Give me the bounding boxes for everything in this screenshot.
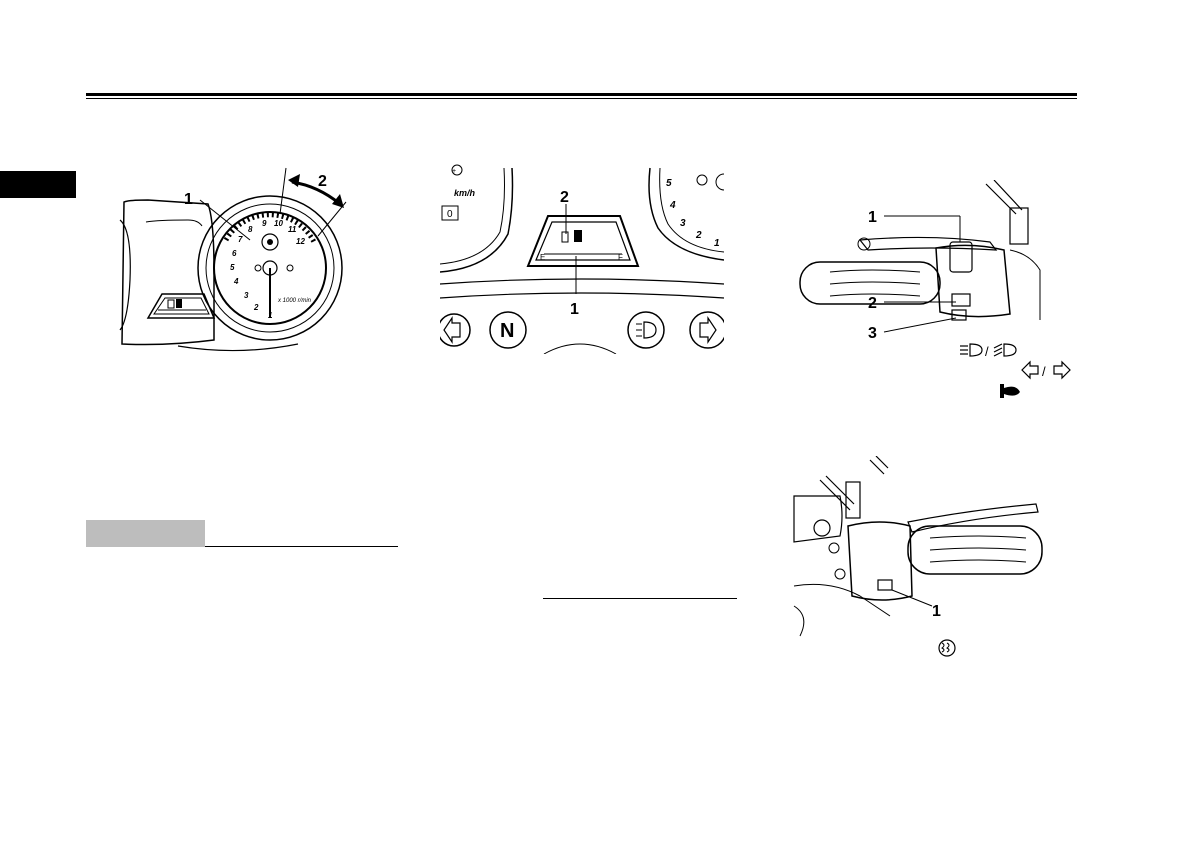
high-beam-icon xyxy=(960,343,983,357)
fuel-gauge-figure: + km/h 0 5 4 3 2 1 E F 2 1 N xyxy=(440,164,724,354)
tach-number: 10 xyxy=(274,219,283,228)
tach-number: 6 xyxy=(232,249,237,258)
turn-left-icon xyxy=(1021,360,1039,380)
speed-unit-label: km/h xyxy=(454,188,476,198)
tach-number: 7 xyxy=(238,235,243,244)
tach-number: 3 xyxy=(680,218,686,229)
tach-unit-label: x 1000 r/min xyxy=(277,298,312,304)
tach-number: 1 xyxy=(714,238,720,249)
horn-icon xyxy=(1000,384,1020,398)
tach-number: 11 xyxy=(288,225,297,234)
tach-number: 3 xyxy=(244,291,249,300)
callout-3: 3 xyxy=(868,325,877,342)
tach-number: 2 xyxy=(695,230,702,241)
neutral-indicator: N xyxy=(500,320,514,342)
tach-number: 1 xyxy=(268,311,273,320)
header-rule-thin xyxy=(86,98,1077,99)
tach-number: 12 xyxy=(296,237,305,246)
tach-number: 8 xyxy=(248,225,253,234)
right-handlebar-figure: 1 xyxy=(793,456,1043,657)
gauge-empty-label: E xyxy=(540,253,545,262)
turn-right-icon xyxy=(1053,360,1071,380)
turn-separator: / xyxy=(1042,364,1046,379)
callout-1: 1 xyxy=(868,209,877,226)
header-rule-thick xyxy=(86,93,1077,96)
tach-number: 2 xyxy=(253,303,259,312)
gauge-full-label: F xyxy=(618,253,623,262)
left-handlebar-figure: 1 2 3 / / xyxy=(799,180,1071,398)
tach-number: 5 xyxy=(230,263,235,272)
callout-2: 2 xyxy=(560,189,569,206)
odometer-digit: 0 xyxy=(447,209,453,220)
callout-1: 1 xyxy=(184,191,193,208)
tach-number: 5 xyxy=(666,178,672,189)
callout-1: 1 xyxy=(932,603,941,620)
section-underline xyxy=(543,598,737,599)
beam-separator: / xyxy=(985,344,989,359)
tach-number: 4 xyxy=(669,200,676,211)
chapter-tab xyxy=(0,171,76,198)
callout-2: 2 xyxy=(318,173,327,190)
tachometer-figure: 1 2 3 4 5 6 7 8 9 10 11 12 x 1000 r/min … xyxy=(119,167,347,352)
engine-stop-switch-icon xyxy=(938,639,956,657)
svg-text:+: + xyxy=(452,168,456,175)
callout-2: 2 xyxy=(868,295,877,312)
notice-underline xyxy=(205,546,398,547)
tach-number: 9 xyxy=(262,219,267,228)
callout-1: 1 xyxy=(570,301,579,318)
notice-label-block xyxy=(86,520,205,547)
tach-number: 4 xyxy=(233,277,239,286)
low-beam-icon xyxy=(993,343,1017,357)
